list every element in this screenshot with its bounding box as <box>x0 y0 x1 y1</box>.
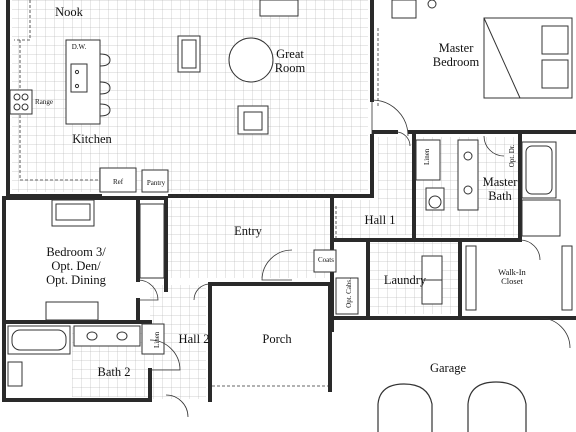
label-ref: Ref <box>112 178 124 186</box>
walls <box>2 0 576 402</box>
label-hall-2: Hall 2 <box>178 332 210 346</box>
label-garage: Garage <box>429 361 467 375</box>
label-dw: D.W. <box>71 43 87 51</box>
great-room-furniture <box>177 0 299 135</box>
label-linen-lower: Linen <box>153 331 162 349</box>
label-hall-1: Hall 1 <box>364 213 396 227</box>
label-master-bedroom-line1: Master <box>438 41 474 55</box>
label-bath-2: Bath 2 <box>97 365 131 379</box>
label-master-bath-line1: Master <box>482 175 518 189</box>
door-swings <box>137 99 571 418</box>
label-great-room-line1: Great <box>276 47 304 61</box>
label-master-bedroom: Master Bedroom <box>428 41 484 70</box>
bath-2-fixtures <box>7 323 165 387</box>
label-coats: Coats <box>318 256 334 264</box>
label-great-room-line2: Room <box>274 60 306 75</box>
label-laundry: Laundry <box>383 273 427 287</box>
label-opt-cabs-word2: Cabs. <box>345 278 354 294</box>
label-walk-in-closet-line2: Closet <box>501 276 523 287</box>
ref-pantry <box>99 167 169 193</box>
tile-floors <box>12 0 520 399</box>
label-opt-dr: Opt. Dr. <box>508 144 517 168</box>
dashed-lines <box>14 0 379 387</box>
label-opt-cabs: Opt. Cabs. <box>345 278 354 308</box>
label-master-bath-line2: Bath <box>488 188 512 203</box>
label-porch: Porch <box>262 332 292 346</box>
master-bed <box>391 0 573 99</box>
garage-floor <box>334 318 572 432</box>
label-kitchen: Kitchen <box>72 132 112 146</box>
label-bedroom-3-line2: Opt. Den/ <box>51 258 101 273</box>
label-range: Range <box>35 98 53 106</box>
label-master-bath: Master Bath <box>478 175 522 204</box>
label-linen-upper: Linen <box>423 148 432 166</box>
garage-cars <box>377 381 527 432</box>
label-master-bedroom-line2: Bedroom <box>432 54 480 69</box>
walk-in-closet-floor <box>462 244 572 312</box>
label-bedroom-3: Bedroom 3/ Opt. Den/ Opt. Dining <box>36 245 116 287</box>
kitchen-island <box>65 39 111 125</box>
label-walk-in-closet-line1: Walk-In <box>498 267 526 277</box>
label-great-room: Great Room <box>268 47 312 76</box>
label-bedroom-3-line1: Bedroom 3/ <box>46 245 106 259</box>
label-nook: Nook <box>55 5 83 19</box>
range <box>9 89 33 115</box>
porch-floor <box>212 282 328 390</box>
label-entry: Entry <box>234 224 262 238</box>
label-bedroom-3-line3: Opt. Dining <box>46 272 106 287</box>
label-pantry: Pantry <box>146 179 166 187</box>
bedroom-3-furniture <box>45 199 165 321</box>
label-walk-in-closet: Walk-In Closet <box>490 267 534 287</box>
label-opt-cabs-word1: Opt. <box>345 295 354 308</box>
master-bath-fixtures <box>425 139 561 237</box>
utility-fixtures <box>313 139 573 315</box>
